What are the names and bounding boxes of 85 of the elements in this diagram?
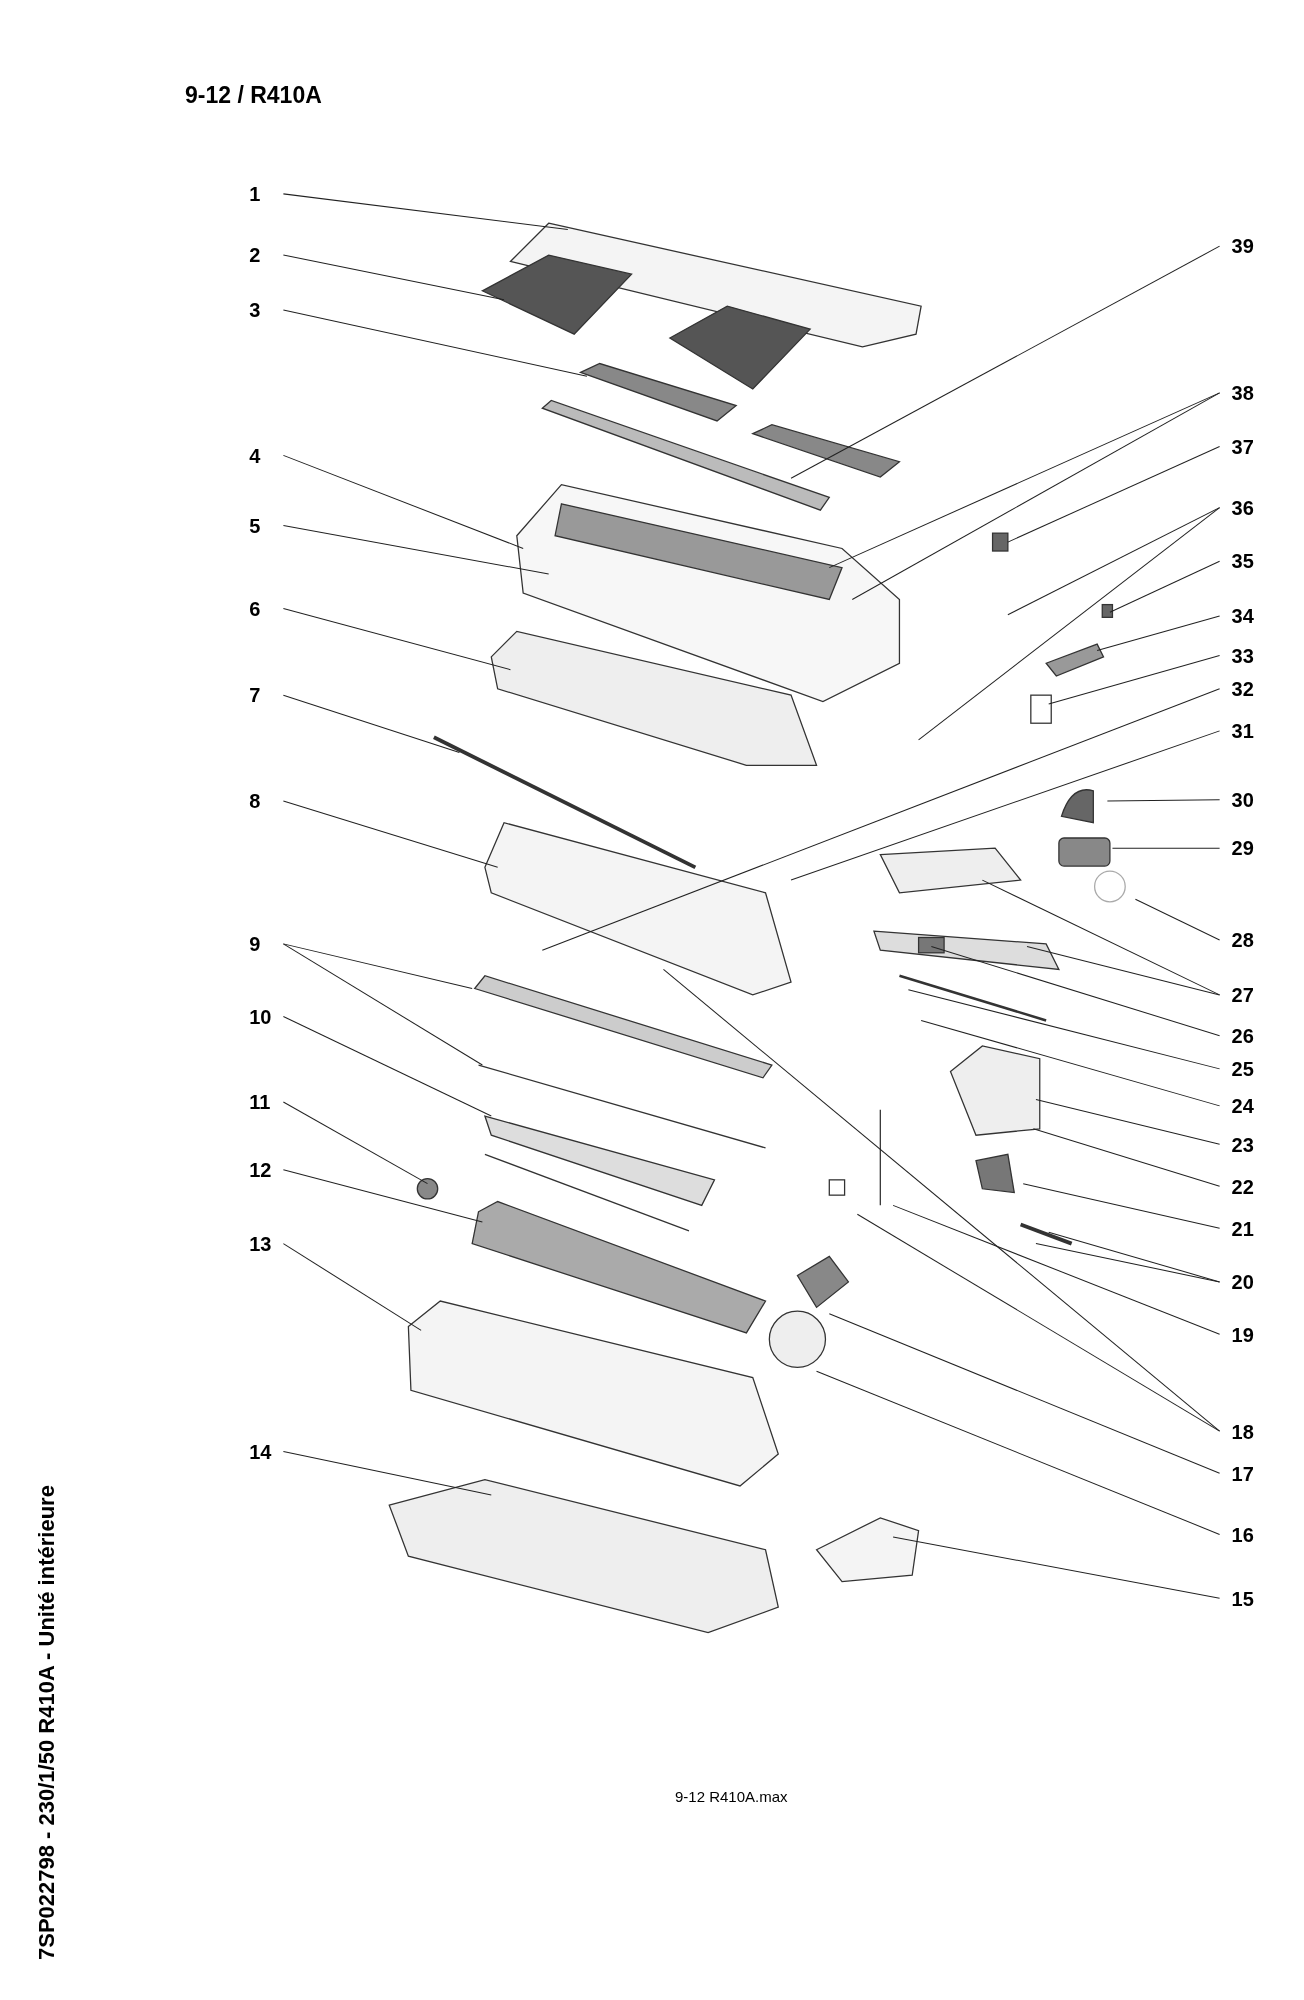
leader-line [282, 800, 499, 868]
leader-line [1007, 445, 1221, 543]
callout-number: 3 [249, 298, 284, 323]
file-name: 9-12 R410A.max [675, 1787, 788, 1807]
callout-number: 17 [1219, 1461, 1254, 1486]
leader-line [282, 525, 550, 575]
leader-line [1048, 655, 1221, 705]
leader-line [282, 454, 524, 549]
callout-number: 15 [1219, 1586, 1254, 1611]
callout-number: 18 [1219, 1419, 1254, 1444]
leader-line [920, 1019, 1221, 1107]
leader-line [282, 1169, 483, 1223]
diagram-title: 9-12 / R410A [185, 81, 322, 110]
leader-line [282, 943, 483, 1066]
side-note: 7SP022798 - 230/1/50 R410A - Unité intérieure [33, 1484, 60, 1960]
callout-number: 6 [249, 596, 284, 621]
leader-line [662, 968, 1221, 1432]
leader-line [1007, 507, 1221, 616]
callout-number: 35 [1219, 549, 1254, 574]
leader-line [282, 1016, 492, 1117]
callout-number: 37 [1219, 434, 1254, 459]
callout-number: 10 [249, 1004, 284, 1029]
callout-number: 16 [1219, 1522, 1254, 1547]
callout-number: 29 [1219, 836, 1254, 861]
leader-line [282, 254, 505, 301]
leader-line [282, 607, 511, 671]
leader-line [282, 309, 588, 377]
callout-number: 2 [249, 243, 284, 268]
callout-number: 28 [1219, 928, 1254, 953]
leader-line [930, 945, 1221, 1037]
callout-number: 26 [1219, 1024, 1254, 1049]
leader-line [282, 1243, 422, 1331]
callout-number: 23 [1219, 1132, 1254, 1157]
callout-number: 21 [1219, 1216, 1254, 1241]
callout-number: 7 [249, 683, 284, 708]
leader-line [1109, 560, 1221, 613]
callout-number: 9 [249, 932, 284, 957]
callout-number: 39 [1219, 234, 1254, 259]
leader-line [1111, 847, 1221, 849]
leader-line [816, 1370, 1221, 1535]
leader-line [790, 730, 1221, 881]
leader-line [1096, 615, 1221, 651]
leader-line [851, 392, 1221, 600]
callout-number: 13 [249, 1232, 284, 1257]
leader-line [1035, 1099, 1221, 1145]
callout-number: 27 [1219, 983, 1254, 1008]
callout-number: 38 [1219, 381, 1254, 405]
leader-line [856, 1213, 1221, 1432]
callout-number: 1 [249, 181, 284, 206]
leader-line [1022, 1183, 1221, 1229]
leader-line [1035, 1243, 1221, 1283]
callout-number: 20 [1219, 1270, 1254, 1295]
callout-number: 24 [1219, 1094, 1254, 1119]
callout-number: 33 [1219, 643, 1254, 668]
leader-line [1026, 945, 1221, 996]
leader-line [1032, 1128, 1221, 1187]
leader-line [981, 879, 1221, 996]
leader-line [1106, 799, 1221, 802]
callout-number: 31 [1219, 719, 1254, 744]
leader-line [892, 1204, 1221, 1335]
leader-line [282, 694, 460, 754]
leader-line [907, 989, 1221, 1070]
leader-line [282, 193, 569, 231]
callout-number: 14 [249, 1440, 284, 1464]
leader-line [1134, 898, 1221, 941]
callout-number: 34 [1219, 604, 1254, 629]
callout-number: 4 [249, 443, 284, 468]
leader-line [282, 943, 473, 990]
leader-line [892, 1536, 1221, 1599]
leader-line [918, 507, 1221, 741]
callout-number: 11 [249, 1090, 284, 1115]
callout-number: 36 [1219, 495, 1254, 520]
callout-number: 8 [249, 789, 284, 814]
callout-number: 30 [1219, 788, 1254, 812]
leader-line [282, 1101, 428, 1185]
leader-line [541, 688, 1221, 951]
callout-number: 19 [1219, 1322, 1254, 1347]
callout-number: 32 [1219, 677, 1254, 701]
callout-number: 25 [1219, 1057, 1254, 1082]
callout-number: 5 [249, 513, 284, 538]
callout-number: 22 [1219, 1174, 1254, 1199]
leader-line [282, 1451, 492, 1496]
leader-line [790, 245, 1221, 479]
leader-line [828, 1313, 1221, 1474]
callout-number: 12 [249, 1158, 284, 1182]
